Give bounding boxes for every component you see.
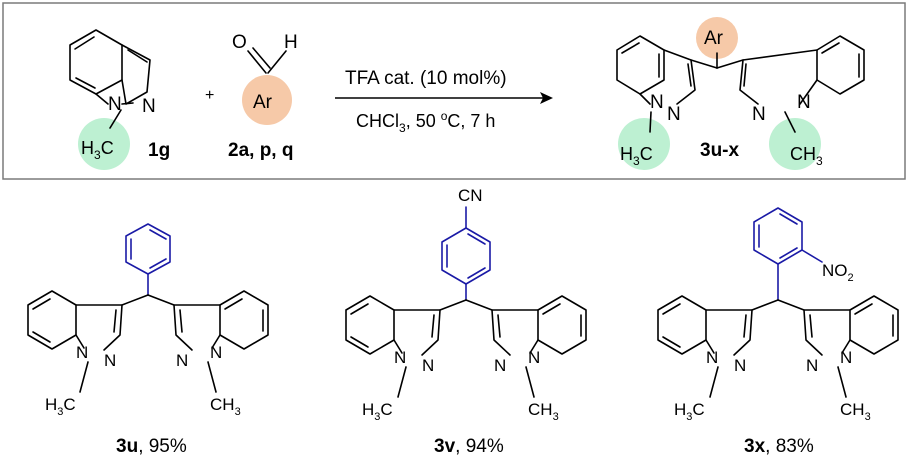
3x-n-right-bridge: N [840,348,852,367]
3u-caption: 3u, 95% [116,436,187,457]
product-n-right-bridge: N [797,92,811,113]
product-methyl-left: H3C [620,144,653,168]
3v-n-left-imine: N [422,356,434,375]
product-n-left-imine: N [667,104,681,125]
reactant-1g-structure: N N H3C [69,29,156,170]
atom-h: H [284,32,298,53]
3x-caption: 3x, 83% [744,436,814,457]
3u-n-right-bridge: N [210,343,222,362]
arrow-head [540,92,553,104]
3u-methyl-left: H3C [45,395,76,418]
3v-methyl-right: CH3 [528,400,559,423]
3u-n-left-bridge: N [76,343,88,362]
3u-n-left-imine: N [104,351,116,370]
plus-sign: + [205,87,214,104]
3v-caption: 3v, 94% [434,436,504,457]
3x-methyl-right: CH3 [840,400,871,423]
product-n-left-bridge: N [650,92,664,113]
3v-n-left-bridge: N [394,348,406,367]
3x-n-left-imine: N [734,356,746,375]
product-3v-structure: CN N N H3C N N CH3 [345,186,587,423]
3x-n-right-imine: N [806,356,818,375]
product-ar-highlight [696,17,738,59]
product-methyl-right: CH3 [790,144,823,168]
3u-n-right-imine: N [176,351,188,370]
product-ar-label: Ar [704,28,724,49]
ar-highlight [242,75,292,125]
atom-n-bridge: N [108,94,122,115]
3v-methyl-left: H3C [362,400,393,423]
3u-methyl-right: CH3 [210,395,241,418]
product-n-right-imine: N [752,104,766,125]
3x-nitro-label: NO2 [822,261,854,284]
catalyst-text: TFA cat. (10 mol%) [345,68,507,89]
product-methyl-highlight-left [618,118,670,170]
product-label: 3u-x [700,140,740,161]
ar-label: Ar [253,92,273,113]
product-methyl-highlight-right [769,118,821,170]
conditions-text: CHCl3, 50 oC, 7 h [356,109,495,135]
product-3u-structure: N N H3C N N CH3 [27,223,269,418]
atom-o: O [232,32,247,53]
3x-n-left-bridge: N [706,348,718,367]
methyl-label: H3C [81,138,114,162]
atom-n-imine: N [142,96,156,117]
reactant-2-label: 2a, p, q [228,140,293,161]
3x-methyl-left: H3C [674,400,705,423]
product-general-structure: Ar N N H3C N N CH3 [616,17,865,170]
scheme-frame [2,2,906,180]
3v-cn-label: CN [458,186,483,205]
product-3x-structure: NO2 N N H3C N N CH3 [657,207,899,423]
3v-n-right-imine: N [494,356,506,375]
reactant-2-structure: O H Ar [232,32,298,125]
reactant-1-label: 1g [148,140,170,161]
methyl-highlight [78,118,130,170]
3v-n-right-bridge: N [528,348,540,367]
